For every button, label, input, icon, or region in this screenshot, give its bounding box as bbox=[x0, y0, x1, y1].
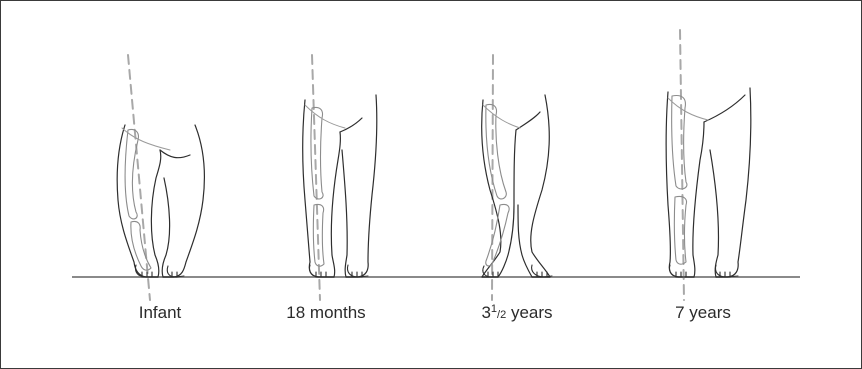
femur-7-years bbox=[672, 96, 687, 189]
stage-label-infant: Infant bbox=[139, 303, 182, 323]
axis-line-7-years bbox=[680, 30, 684, 300]
foot-18-months-right bbox=[347, 265, 368, 277]
foot-infant-right bbox=[167, 266, 184, 277]
stage-label-7-years: 7 years bbox=[675, 303, 731, 323]
leg-outline-18-months-right bbox=[342, 95, 377, 277]
leg-outline-infant-right bbox=[162, 125, 204, 277]
leg-inner-infant-left bbox=[160, 150, 190, 158]
foot-infant-left bbox=[135, 265, 152, 277]
figure-18-months bbox=[303, 55, 377, 300]
leg-outline-3-and-a-half-years-right bbox=[518, 95, 550, 277]
leg-inner-18-months bbox=[340, 118, 362, 132]
leg-inner-3-and-a-half-years bbox=[516, 112, 540, 130]
pelvis-infant bbox=[122, 128, 170, 150]
stage-label-rest: years bbox=[506, 303, 552, 322]
femur-infant bbox=[125, 129, 138, 218]
stage-label-numerator: 1 bbox=[491, 303, 497, 315]
figure-7-years bbox=[666, 30, 751, 300]
figure-infant bbox=[117, 55, 204, 300]
foot-7-years-right bbox=[715, 265, 738, 277]
axis-line-infant bbox=[128, 55, 150, 300]
femur-18-months bbox=[311, 107, 323, 198]
pelvis-7-years bbox=[668, 98, 708, 120]
stage-label-18-months: 18 months bbox=[286, 303, 365, 323]
pelvis-3-and-a-half-years bbox=[483, 105, 520, 128]
stage-label-3-and-a-half-years: 31/2 years bbox=[481, 303, 552, 323]
figure-3-and-a-half-years bbox=[482, 55, 552, 300]
leg-outline-3-and-a-half-years-left bbox=[482, 100, 516, 277]
tibia-7-years bbox=[674, 196, 686, 264]
leg-inner-7-years bbox=[704, 95, 745, 122]
leg-outline-infant-left bbox=[117, 125, 161, 277]
